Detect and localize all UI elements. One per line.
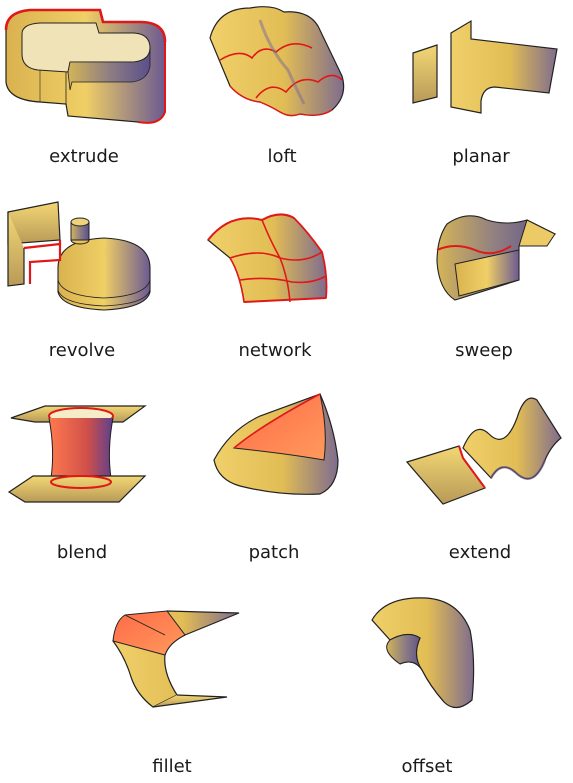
surface-extend [405, 390, 570, 505]
surface-label-planar: planar [452, 146, 510, 167]
surface-label-extend: extend [448, 542, 512, 563]
offset-illustration [371, 597, 475, 709]
surface-offset [360, 590, 510, 720]
loft-illustration [209, 6, 345, 117]
planar-illustration [412, 19, 558, 114]
surface-label-loft: loft [267, 146, 297, 167]
surface-network [200, 210, 350, 310]
surface-extrude [0, 0, 175, 130]
revolve-illustration [7, 201, 151, 311]
surface-label-patch: patch [248, 542, 300, 563]
surface-revolve [0, 200, 165, 320]
surface-label-fillet: fillet [152, 756, 192, 777]
surface-loft [200, 0, 360, 130]
sweep-illustration [436, 215, 557, 301]
surface-label-blend: blend [56, 542, 108, 563]
surface-label-sweep: sweep [455, 340, 513, 361]
surface-label-offset: offset [401, 756, 453, 777]
surface-label-extrude: extrude [49, 146, 119, 167]
network-illustration [207, 213, 328, 303]
surface-label-network: network [238, 340, 312, 361]
surface-blend [5, 400, 155, 510]
extend-illustration [405, 397, 562, 505]
patch-illustration [213, 393, 339, 495]
fillet-illustration [112, 610, 240, 708]
surface-patch [210, 390, 360, 500]
blend-illustration [7, 405, 147, 503]
surface-label-revolve: revolve [48, 340, 116, 361]
surface-fillet [105, 595, 245, 715]
surface-planar [405, 15, 565, 125]
extrude-illustration [4, 8, 167, 124]
surface-sweep [415, 210, 565, 301]
